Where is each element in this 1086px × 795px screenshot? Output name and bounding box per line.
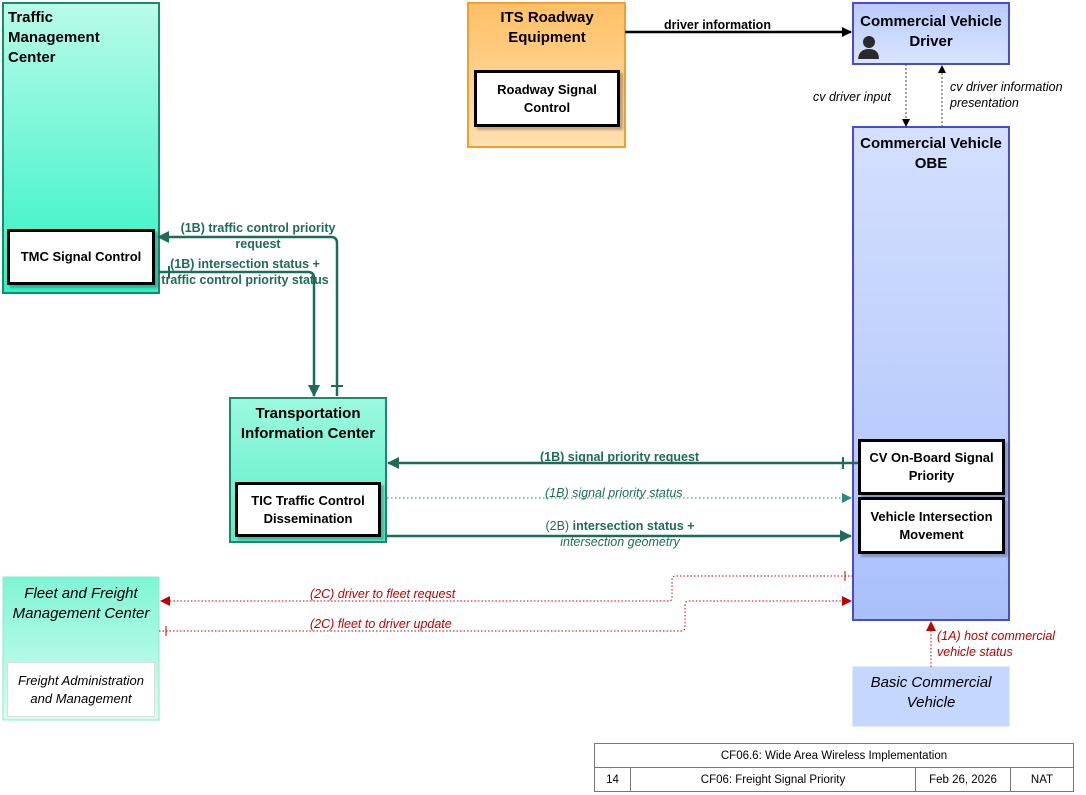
label-intersection-geometry: (2B) intersection status + intersection … [540, 518, 700, 550]
tmc-title: Traffic Management Center [8, 9, 100, 66]
label-2b-prefix: (2B) [545, 519, 570, 533]
label-fleet-to-driver: (2C) fleet to driver update [310, 617, 452, 631]
label-host-status: (1A) host commercial vehicle status [937, 629, 1056, 659]
bcv-title: Basic Commercial Vehicle [870, 674, 992, 711]
label-2b-rest: intersection geometry [560, 535, 680, 549]
bcv-box [852, 666, 1010, 727]
person-icon [858, 36, 879, 59]
label-signal-priority-status: (1B) signal priority status [545, 486, 683, 500]
title-block-name: CF06: Freight Signal Priority [630, 767, 916, 792]
label-intersection-status-1b: (1B) intersection status + traffic contr… [161, 257, 329, 287]
vehicle-intersection-movement: Vehicle Intersection Movement [858, 497, 1005, 554]
cv-onboard-signal-priority: CV On-Board Signal Priority [858, 439, 1005, 495]
tmc-signal-control: TMC Signal Control [7, 229, 155, 285]
title-block-date: Feb 26, 2026 [915, 767, 1011, 792]
roadway-signal-control: Roadway Signal Control [474, 70, 620, 127]
title-block-title: CF06.6: Wide Area Wireless Implementatio… [594, 743, 1074, 768]
tic-traffic-control-dissemination: TIC Traffic Control Dissemination [235, 482, 381, 537]
title-block-scope: NAT [1010, 767, 1074, 792]
ffmc-title: Fleet and Freight Management Center [12, 585, 150, 622]
label-driver-to-fleet: (2C) driver to fleet request [310, 587, 456, 601]
label-2b-bold: intersection status + [572, 519, 695, 533]
label-cv-driver-input: cv driver input [813, 90, 891, 104]
flow-priority-request [157, 231, 339, 396]
cvd-box [852, 2, 1010, 65]
obe-title: Commercial Vehicle OBE [860, 135, 1002, 172]
label-cv-driver-presentation: cv driver information presentation [950, 80, 1063, 110]
freight-admin-management: Freight Administration and Management [7, 662, 155, 717]
tic-title: Transportation Information Center [240, 405, 376, 442]
flow-intersection-status-1b [159, 270, 320, 397]
cvd-title: Commercial Vehicle Driver [860, 13, 1002, 50]
flow-driver-to-fleet [160, 575, 853, 606]
label-priority-request: (1B) traffic control priority request [180, 221, 336, 251]
title-block-page: 14 [594, 767, 631, 792]
flow-fleet-to-driver [159, 596, 852, 632]
label-signal-priority-request: (1B) signal priority request [540, 450, 700, 464]
label-driver-information: driver information [664, 18, 771, 32]
its-title: ITS Roadway Equipment [500, 9, 594, 46]
